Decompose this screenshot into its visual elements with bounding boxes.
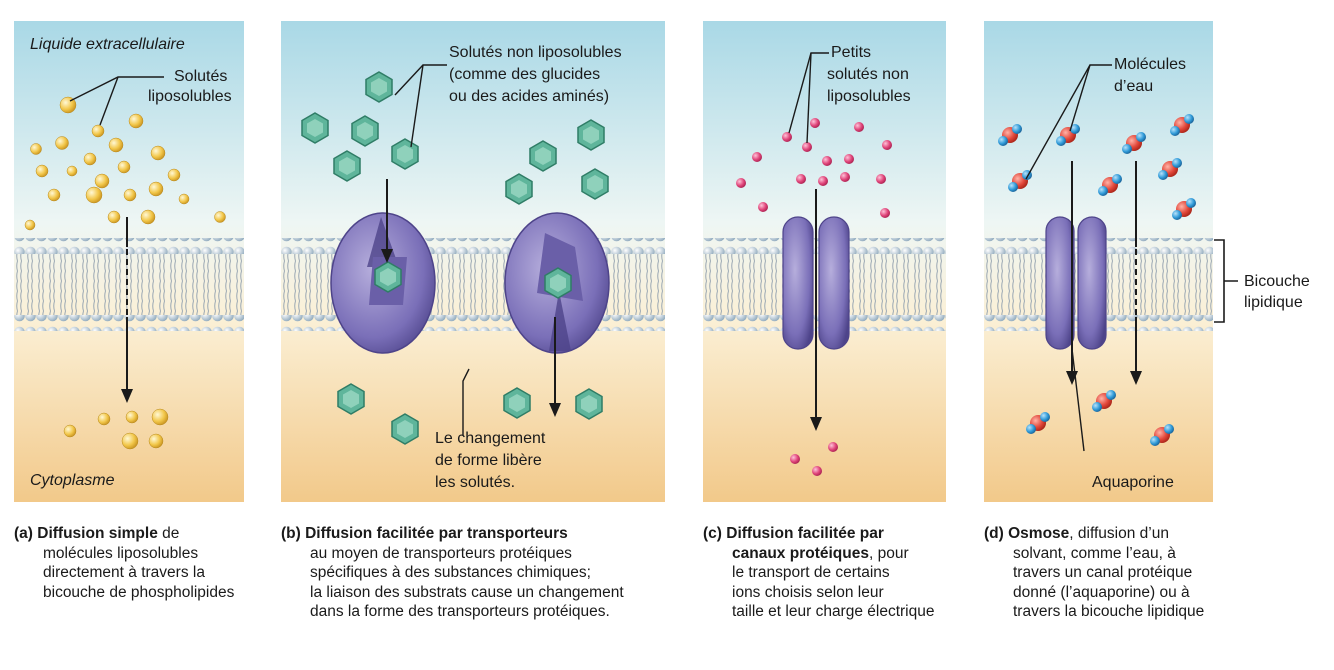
caption-d: (d) Osmose, diffusion d’un solvant, comm… bbox=[984, 524, 1204, 622]
caption-d-line-4: travers la bicouche lipidique bbox=[1013, 603, 1205, 620]
aquaporin-channel bbox=[1045, 216, 1107, 350]
panel-a-illustration bbox=[14, 21, 244, 502]
extracellular-fluid-label: Liquide extracellulaire bbox=[30, 36, 185, 53]
solutes-leader-lines bbox=[788, 52, 829, 144]
caption-a-rest: de bbox=[157, 525, 180, 542]
caption-a-line-2: directement à travers la bbox=[43, 564, 205, 581]
bilayer-bracket bbox=[1214, 239, 1238, 323]
caption-d-line-2: travers un canal protéique bbox=[1013, 564, 1193, 581]
solutes-leader-lines bbox=[69, 76, 164, 126]
caption-a-line-1: molécules liposolubles bbox=[43, 544, 199, 562]
small-solutes-bottom bbox=[790, 442, 838, 476]
panel-c-illustration bbox=[703, 21, 946, 502]
solutes-leader-lines bbox=[394, 64, 470, 435]
bilayer-inner-heads bbox=[14, 315, 244, 331]
non-liposoluble-solutes-label-3: ou des acides aminés) bbox=[449, 88, 610, 105]
caption-b-line-3: la liaison des substrats cause un change… bbox=[310, 583, 624, 601]
caption-c-line-3: taille et leur charge électrique bbox=[732, 603, 935, 620]
caption-a: (a) Diffusion simple de molécules liposo… bbox=[14, 524, 234, 602]
caption-d-letter: (d) bbox=[984, 525, 1004, 542]
small-solutes-label-1: Petits bbox=[831, 44, 872, 61]
caption-a-title: Diffusion simple bbox=[37, 525, 158, 542]
caption-d-title: Osmose bbox=[1008, 525, 1070, 542]
panel-b-illustration bbox=[281, 21, 665, 502]
caption-c-line-1: le transport de certains bbox=[732, 564, 890, 581]
water-molecules-label-1: Molécules bbox=[1114, 56, 1187, 73]
caption-b-title: Diffusion facilitée par transporteurs bbox=[305, 525, 568, 542]
shape-change-label-1: Le changement bbox=[435, 430, 546, 447]
caption-c-letter: (c) bbox=[703, 525, 722, 542]
caption-d-line-3: donné (l’aquaporine) ou à bbox=[1013, 583, 1190, 601]
caption-c-line-2: ions choisis selon leur bbox=[732, 583, 884, 601]
panel-b-carrier-diffusion: Solutés non liposolubles (comme des gluc… bbox=[281, 21, 665, 502]
carrier-protein-open-outside bbox=[330, 212, 436, 354]
small-solutes-label-3: liposolubles bbox=[827, 88, 911, 105]
shape-change-label-2: de forme libère bbox=[435, 452, 542, 469]
channel-protein bbox=[782, 216, 850, 350]
lipid-bilayer-label-2: lipidique bbox=[1244, 294, 1303, 311]
caption-a-line-3: bicouche de phospholipides bbox=[43, 583, 235, 601]
diffusion-arrow bbox=[121, 217, 133, 403]
caption-b-letter: (b) bbox=[281, 525, 301, 542]
caption-c-rest: , pour bbox=[868, 544, 909, 562]
caption-c: (c) Diffusion facilitée par canaux proté… bbox=[703, 524, 934, 622]
water-molecules-label-2: d’eau bbox=[1114, 78, 1154, 95]
water-leader-lines bbox=[1025, 64, 1112, 452]
cytoplasm-label: Cytoplasme bbox=[30, 472, 115, 489]
panel-d-illustration bbox=[984, 21, 1213, 502]
liposoluble-solutes-label-2: liposolubles bbox=[148, 88, 232, 105]
liposoluble-solutes-bottom bbox=[63, 408, 169, 450]
carrier-protein-open-inside bbox=[504, 212, 610, 354]
panel-d-osmosis: Molécules d’eau Aquaporine bbox=[984, 21, 1213, 502]
liposoluble-solutes-label-1: Solutés bbox=[174, 68, 228, 85]
caption-b-line-1: au moyen de transporteurs protéiques bbox=[310, 544, 572, 562]
bilayer-outer-heads bbox=[14, 238, 244, 254]
panel-a-simple-diffusion: Liquide extracellulaire Solutés liposolu… bbox=[14, 21, 244, 502]
channel-arrow bbox=[810, 189, 822, 431]
small-solutes-label-2: solutés non bbox=[827, 66, 909, 83]
aquaporin-label: Aquaporine bbox=[1092, 474, 1174, 491]
liposoluble-solutes-top bbox=[24, 96, 226, 231]
non-liposoluble-solutes-label-1: Solutés non liposolubles bbox=[449, 44, 622, 61]
caption-d-rest: , diffusion d’un bbox=[1069, 525, 1169, 542]
caption-b-line-4: dans la forme des transporteurs protéiqu… bbox=[310, 603, 610, 620]
caption-c-title-2: canaux protéiques bbox=[732, 544, 869, 562]
caption-b-line-2: spécifiques à des substances chimiques; bbox=[310, 564, 591, 581]
caption-c-title: Diffusion facilitée par bbox=[726, 525, 884, 542]
shape-change-label-3: les solutés. bbox=[435, 474, 516, 491]
non-liposoluble-solutes-label-2: (comme des glucides bbox=[449, 66, 601, 83]
caption-d-line-1: solvant, comme l’eau, à bbox=[1013, 544, 1176, 562]
caption-b: (b) Diffusion facilitée par transporteur… bbox=[281, 524, 624, 622]
panel-c-channel-diffusion: Petits solutés non liposolubles bbox=[703, 21, 946, 502]
bilayer-tails bbox=[14, 254, 244, 318]
carrier-arrows bbox=[381, 179, 561, 417]
small-solutes-top bbox=[736, 118, 892, 218]
lipid-bilayer-label-1: Bicouche bbox=[1244, 273, 1310, 290]
caption-a-letter: (a) bbox=[14, 525, 33, 542]
osmosis-arrows bbox=[1066, 161, 1142, 385]
